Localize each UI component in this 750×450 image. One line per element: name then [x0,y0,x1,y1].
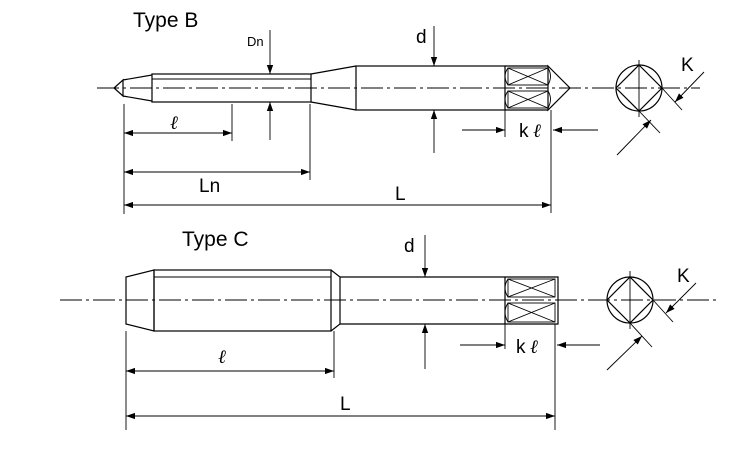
square-drive [504,64,571,112]
d-dimension: d [404,235,429,369]
kell-label: ℓ [530,336,538,358]
dn-dimension: Dn [247,30,274,140]
k-size-label: K [677,266,690,287]
ell-label: ℓ [218,346,226,368]
shank [355,65,506,111]
type-b-title: Type B [133,9,198,32]
tap-tip [113,74,153,102]
dn-label: Dn [247,34,264,49]
ln-label: Ln [199,176,220,197]
d-dimension: d [416,26,438,153]
ell-label: ℓ [170,112,178,134]
extension-lines [125,324,556,430]
shank [340,276,559,325]
thread-body [153,269,332,332]
thread-end-chamfer [330,269,341,332]
tap-chamfer [125,269,155,332]
thread-body [151,73,312,103]
square-length-dimension: k ℓ [460,336,600,358]
type-c-title: Type C [182,228,249,251]
neck-length-dimension: Ln [124,168,310,197]
square-size-dimension: K [606,266,697,371]
neck-taper [310,65,357,111]
k-label: k [519,121,529,142]
end-view [606,271,654,329]
square-drive [504,277,556,324]
thread-length-dimension: ℓ [124,112,232,137]
d-label: d [416,27,427,48]
overall-length-dimension: L [126,394,555,420]
d-label: d [404,236,415,257]
kell-label: ℓ [533,120,541,142]
square-size-dimension: K [616,55,705,156]
square-length-dimension: k ℓ [462,120,598,142]
type-c-drawing: Type C d [60,228,716,430]
thread-length-dimension: ℓ [126,346,334,375]
overall-length-dimension: L [124,184,551,209]
k-label: k [516,337,526,358]
end-view [615,60,663,117]
k-size-label: K [681,55,694,76]
type-b-drawing: Type B Dn [97,9,705,214]
extension-lines [123,104,552,214]
l-label: L [340,394,351,415]
l-label: L [395,184,406,205]
